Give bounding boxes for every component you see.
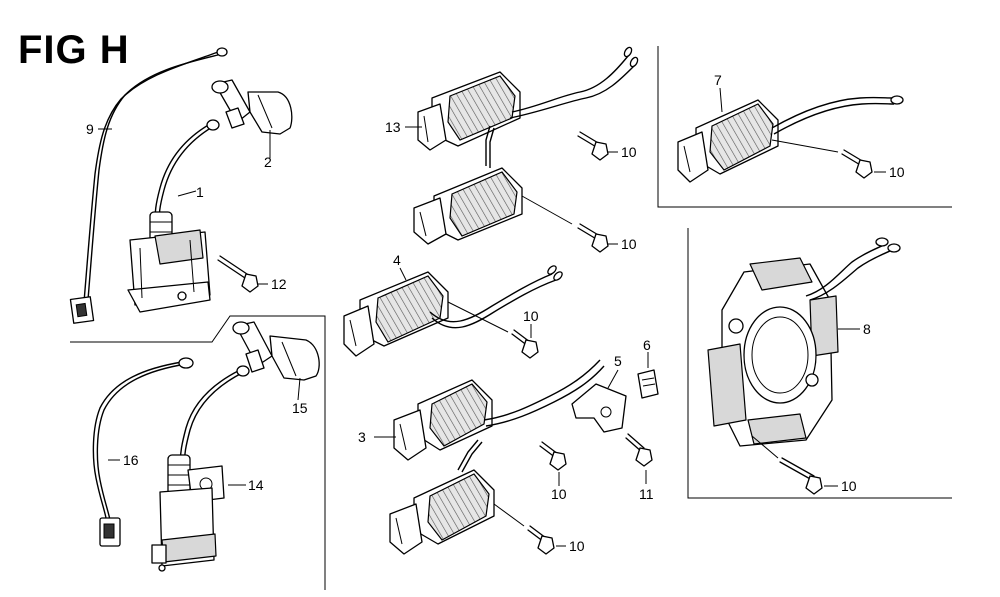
part-7-charge-coil (677, 87, 904, 183)
callout-1: 1 (196, 184, 204, 200)
part-2-plug-cap (211, 79, 293, 135)
part-15-plug-cap (232, 321, 320, 381)
part-16-ground-wire (92, 357, 194, 547)
callout-10-d: 10 (551, 486, 567, 502)
part-6-clip (637, 352, 659, 399)
callout-10-g: 10 (841, 478, 857, 494)
callout-16: 16 (123, 452, 139, 468)
part-11-bolt (625, 433, 653, 484)
part-10-bolt-b (577, 223, 618, 253)
part-10-bolt-f (841, 149, 886, 179)
callout-6: 6 (643, 337, 651, 353)
callout-7: 7 (714, 72, 722, 88)
part-10-bolt-d (539, 441, 567, 486)
part-14-ignition-coil (151, 365, 250, 572)
frame-left-lower (70, 315, 326, 590)
part-12-bolt (217, 255, 268, 293)
part-13-charge-coil (405, 46, 639, 151)
charge-coil-middle (413, 125, 523, 245)
callout-14: 14 (248, 477, 264, 493)
callout-11: 11 (639, 486, 654, 502)
callout-15: 15 (292, 400, 308, 416)
callout-5: 5 (614, 353, 622, 369)
callout-8: 8 (863, 321, 871, 337)
charge-coil-bottom (389, 439, 495, 555)
part-10-bolt-a (577, 131, 618, 161)
part-8-stator (707, 237, 901, 447)
callout-2: 2 (264, 154, 272, 170)
callout-10-c: 10 (523, 308, 539, 324)
part-4-charge-coil (343, 265, 563, 357)
callout-10-e: 10 (569, 538, 585, 554)
part-10-bolt-g (779, 457, 838, 495)
callout-10-f: 10 (889, 164, 905, 180)
frame-top-right (657, 46, 952, 208)
figure-title: FIG H (18, 28, 130, 72)
part-10-bolt-c (511, 324, 539, 359)
callout-4: 4 (393, 252, 401, 268)
callout-12: 12 (271, 276, 287, 292)
callout-13: 13 (385, 119, 401, 135)
part-5-bracket (571, 369, 627, 433)
part-1-ignition-coil (127, 119, 220, 313)
callout-10-a: 10 (621, 144, 637, 160)
callout-10-b: 10 (621, 236, 637, 252)
frame-right-lower (687, 228, 952, 499)
part-9-ground-wire (69, 47, 228, 324)
part-10-bolt-e (527, 525, 566, 555)
part-3-charge-coil (374, 359, 605, 461)
callout-9: 9 (86, 121, 94, 137)
callout-3: 3 (358, 429, 366, 445)
